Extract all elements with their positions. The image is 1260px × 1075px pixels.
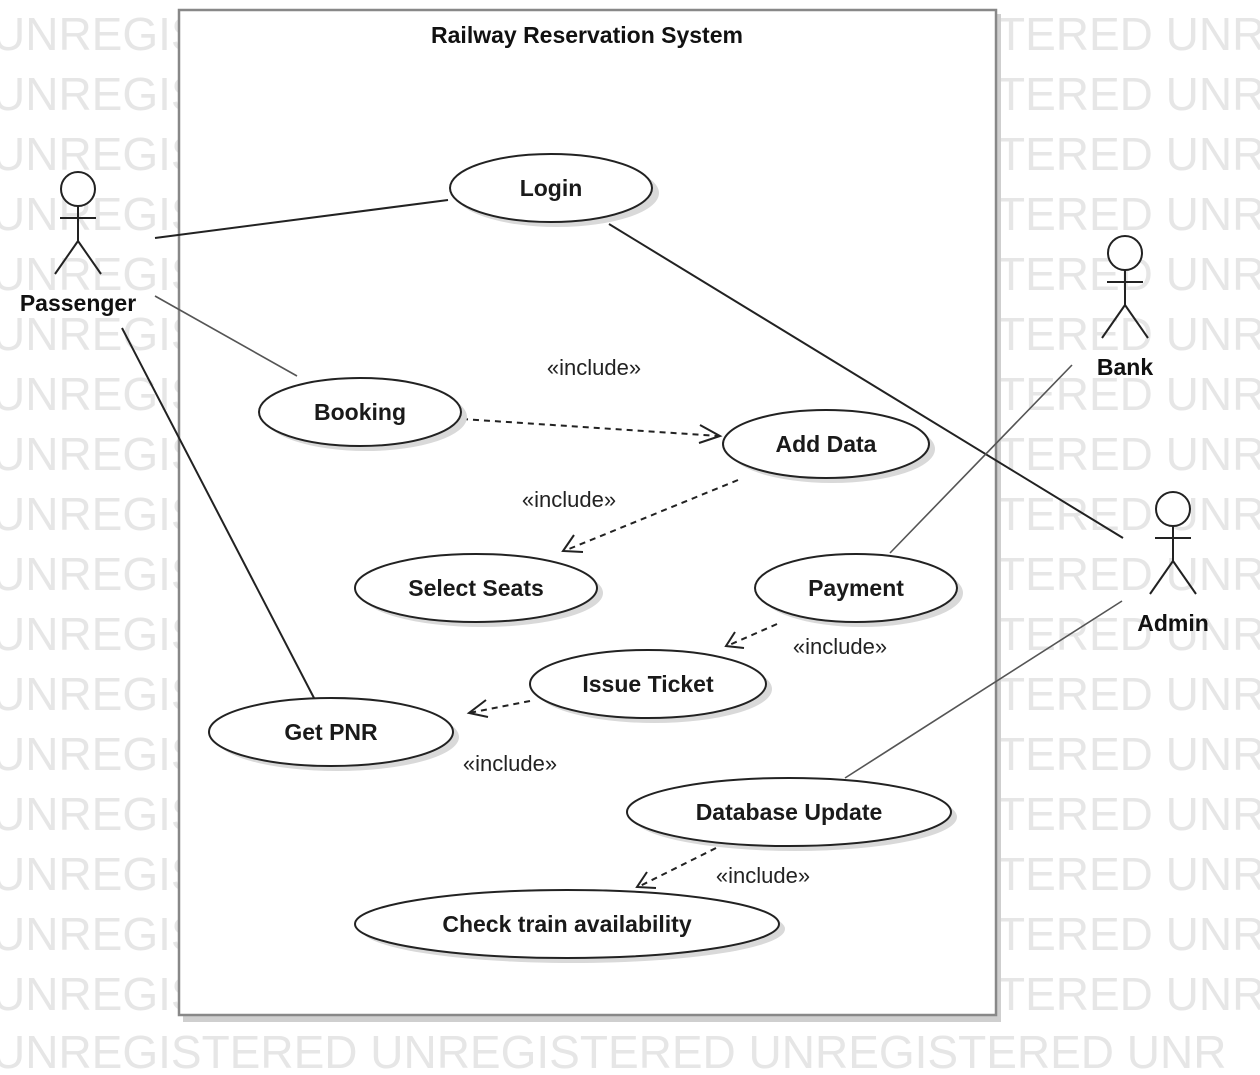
assoc-admin-login: [608, 223, 1124, 539]
actor-passenger[interactable]: Passenger: [20, 171, 136, 316]
use-case-get-pnr-label: Get PNR: [284, 719, 378, 745]
watermark-row-right: TERED UNR: [997, 428, 1260, 480]
include-payment-issue-ticket: [724, 623, 778, 649]
include-issue-ticket-get-pnr: [466, 699, 531, 718]
system-title: Railway Reservation System: [431, 22, 743, 48]
use-case-database-update[interactable]: Database Update: [626, 777, 957, 851]
include-label-payment-issue-ticket: «include»: [793, 634, 887, 659]
actor-passenger-label: Passenger: [20, 290, 136, 316]
actor-bank[interactable]: Bank: [1097, 235, 1153, 380]
watermark-row-right: TERED UNR: [997, 8, 1260, 60]
use-case-payment[interactable]: Payment: [754, 553, 963, 627]
watermark-row-right: TERED UNR: [997, 668, 1260, 720]
watermark-row-right: TERED UNR: [997, 188, 1260, 240]
assoc-passenger-get-pnr: [121, 327, 315, 699]
watermark-row-right: TERED UNR: [997, 488, 1260, 540]
use-case-booking[interactable]: Booking: [258, 377, 467, 451]
assoc-admin-database-update: [844, 600, 1123, 779]
include-label-add-data-select-seats: «include»: [522, 487, 616, 512]
use-case-login-label: Login: [520, 175, 583, 201]
watermark-row-right: TERED UNR: [997, 128, 1260, 180]
watermark-row-right: TERED UNR: [997, 548, 1260, 600]
actor-admin-label: Admin: [1137, 610, 1209, 636]
watermark-row-right: TERED UNR: [997, 728, 1260, 780]
use-case-database-update-label: Database Update: [696, 799, 883, 825]
include-label-issue-ticket-get-pnr: «include»: [463, 751, 557, 776]
watermark-bottom-row: UNREGISTERED UNREGISTERED UNREGISTERED U…: [0, 1026, 1226, 1070]
include-booking-add-data: [461, 418, 723, 444]
use-case-login[interactable]: Login: [449, 153, 659, 227]
watermark-row-right: TERED UNR: [997, 968, 1260, 1020]
use-case-get-pnr[interactable]: Get PNR: [208, 697, 459, 771]
assoc-passenger-booking: [154, 295, 298, 377]
watermark-row-right: TERED UNR: [997, 848, 1260, 900]
use-case-add-data-label: Add Data: [776, 431, 877, 457]
watermark-row-right: TERED UNR: [997, 788, 1260, 840]
assoc-bank-payment: [889, 364, 1073, 554]
use-case-check-train-availability-label: Check train availability: [442, 911, 691, 937]
use-case-select-seats-label: Select Seats: [408, 575, 544, 601]
watermark-row-right: TERED UNR: [997, 608, 1260, 660]
actor-bank-label: Bank: [1097, 354, 1153, 380]
use-case-check-train-availability[interactable]: Check train availability: [354, 889, 785, 963]
watermark-row-right: TERED UNR: [997, 368, 1260, 420]
include-label-booking-add-data: «include»: [547, 355, 641, 380]
include-label-database-update-check-train: «include»: [716, 863, 810, 888]
stick-figure-icon: [1101, 235, 1149, 339]
use-case-booking-label: Booking: [314, 399, 406, 425]
watermark-row-right: TERED UNR: [997, 68, 1260, 120]
use-case-select-seats[interactable]: Select Seats: [354, 553, 603, 627]
watermark-right-column: TERED UNR TERED UNR TERED UNR TERED UNR TERE…: [997, 8, 1260, 1020]
stick-figure-icon: [54, 171, 102, 275]
stick-figure-icon: [1149, 491, 1197, 595]
include-database-update-check-train: [635, 847, 717, 889]
use-case-issue-ticket-label: Issue Ticket: [582, 671, 714, 697]
watermark-row-right: TERED UNR: [997, 308, 1260, 360]
use-case-add-data[interactable]: Add Data: [722, 409, 935, 483]
use-case-payment-label: Payment: [808, 575, 904, 601]
include-add-data-select-seats: [561, 479, 739, 553]
actor-admin[interactable]: Admin: [1137, 491, 1209, 636]
assoc-passenger-login: [154, 199, 449, 239]
use-case-issue-ticket[interactable]: Issue Ticket: [529, 649, 772, 723]
watermark-row-right: TERED UNR: [997, 908, 1260, 960]
